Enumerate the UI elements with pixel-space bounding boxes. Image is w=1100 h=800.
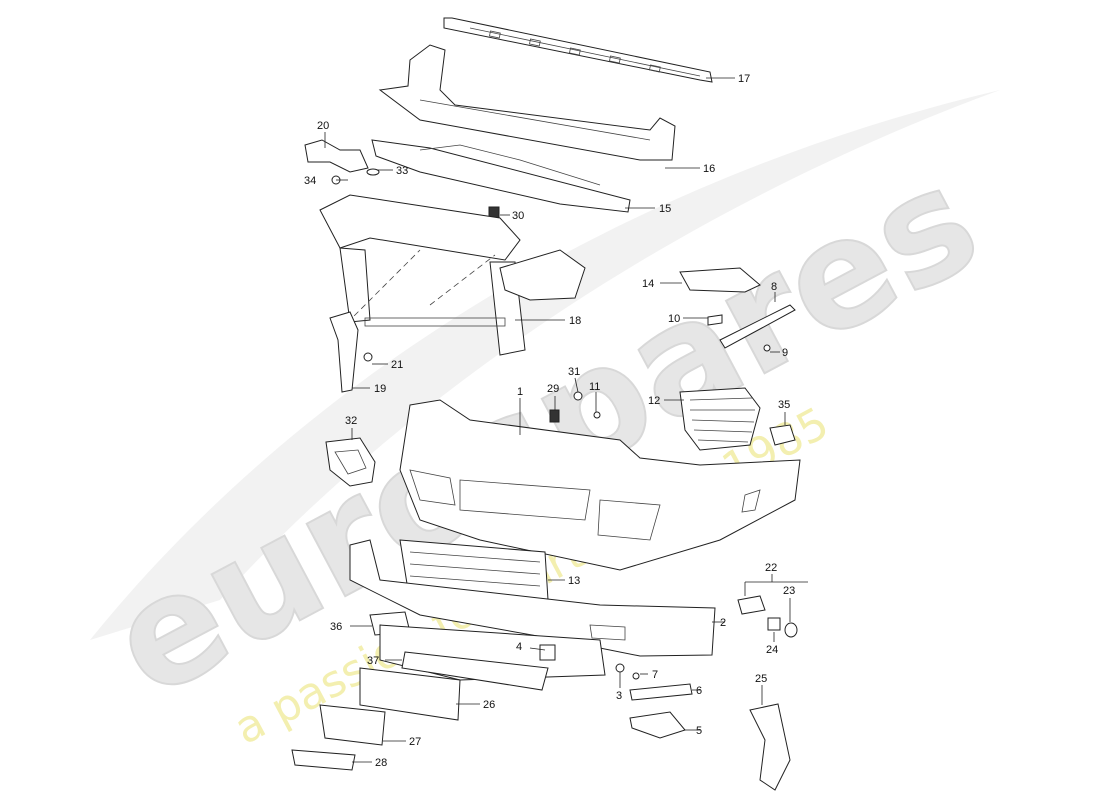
part-5-deflector [629,711,686,739]
callout-12: 12 [648,395,660,407]
callout-34: 34 [304,175,316,187]
part-28-plate-bracket [291,749,356,771]
part-32-fog-frame [325,437,376,487]
callout-15: 15 [659,203,671,215]
callout-6: 6 [696,685,702,697]
part-1-bumper-cover [399,399,801,571]
callout-25: 25 [755,673,767,685]
callout-29: 29 [547,383,559,395]
part-7-screw [632,672,640,680]
part-25-duct [749,703,791,791]
callout-7: 7 [652,669,658,681]
callout-31: 31 [568,366,580,378]
callout-1: 1 [517,386,523,398]
part-20-bracket [304,139,369,173]
part-6-strip [629,683,693,701]
part-3-screw [615,663,625,673]
callout-2: 2 [720,617,726,629]
callout-36: 36 [330,621,342,633]
callout-13: 13 [568,575,580,587]
callout-27: 27 [409,736,421,748]
part-17-upper-rail [443,17,713,83]
callout-32: 32 [345,415,357,427]
callout-23: 23 [783,585,795,597]
part-9-screw [763,344,771,352]
part-21-screw [363,352,373,362]
callout-17: 17 [738,73,750,85]
part-19-mount-bracket [329,311,359,393]
callout-3: 3 [616,690,622,702]
callout-4: 4 [516,641,522,653]
part-37-panel [401,651,549,691]
part-23-ring [784,622,798,638]
part-33-washer [366,168,380,176]
callout-11: 11 [589,381,600,393]
part-31-screw [573,391,583,401]
callout-10: 10 [668,313,680,325]
part-14-cover [679,267,761,293]
watermark-swoosh [90,90,1000,640]
part-11-screw [593,411,601,419]
callout-18: 18 [569,315,581,327]
part-12-side-grille [679,387,761,451]
part-16-impact-absorber [378,44,676,161]
part-26-plate-holder [359,667,461,721]
callout-9: 9 [782,347,788,359]
callout-14: 14 [642,278,654,290]
part-27-plate-base [319,704,386,746]
callout-21: 21 [391,359,403,371]
callout-16: 16 [703,163,715,175]
part-2-lower-spoiler [349,539,716,657]
part-18-front-carrier [319,194,586,356]
part-8-support [719,304,796,349]
part-29-plug [549,409,560,423]
callout-37: 37 [367,655,379,667]
callout-19: 19 [374,383,386,395]
callout-26: 26 [483,699,495,711]
part-22-sensor [737,595,766,615]
leader-lines [324,77,808,763]
callout-24: 24 [766,644,778,656]
callout-labels: 1 2 3 4 5 6 7 8 9 10 11 12 13 14 15 16 1… [304,73,795,769]
callout-33: 33 [396,165,408,177]
callout-28: 28 [375,757,387,769]
part-35-clip [769,424,796,446]
part-13-center-grille [399,539,549,601]
callout-20: 20 [317,120,329,132]
part-15-absorber-strip [371,139,631,213]
callout-30: 30 [512,210,524,222]
part-10-clip [707,314,723,326]
callout-35: 35 [778,399,790,411]
callout-8: 8 [771,281,777,293]
part-24-holder [767,617,781,631]
callout-22: 22 [765,562,777,574]
callout-5: 5 [696,725,702,737]
part-4-clip [539,644,556,661]
